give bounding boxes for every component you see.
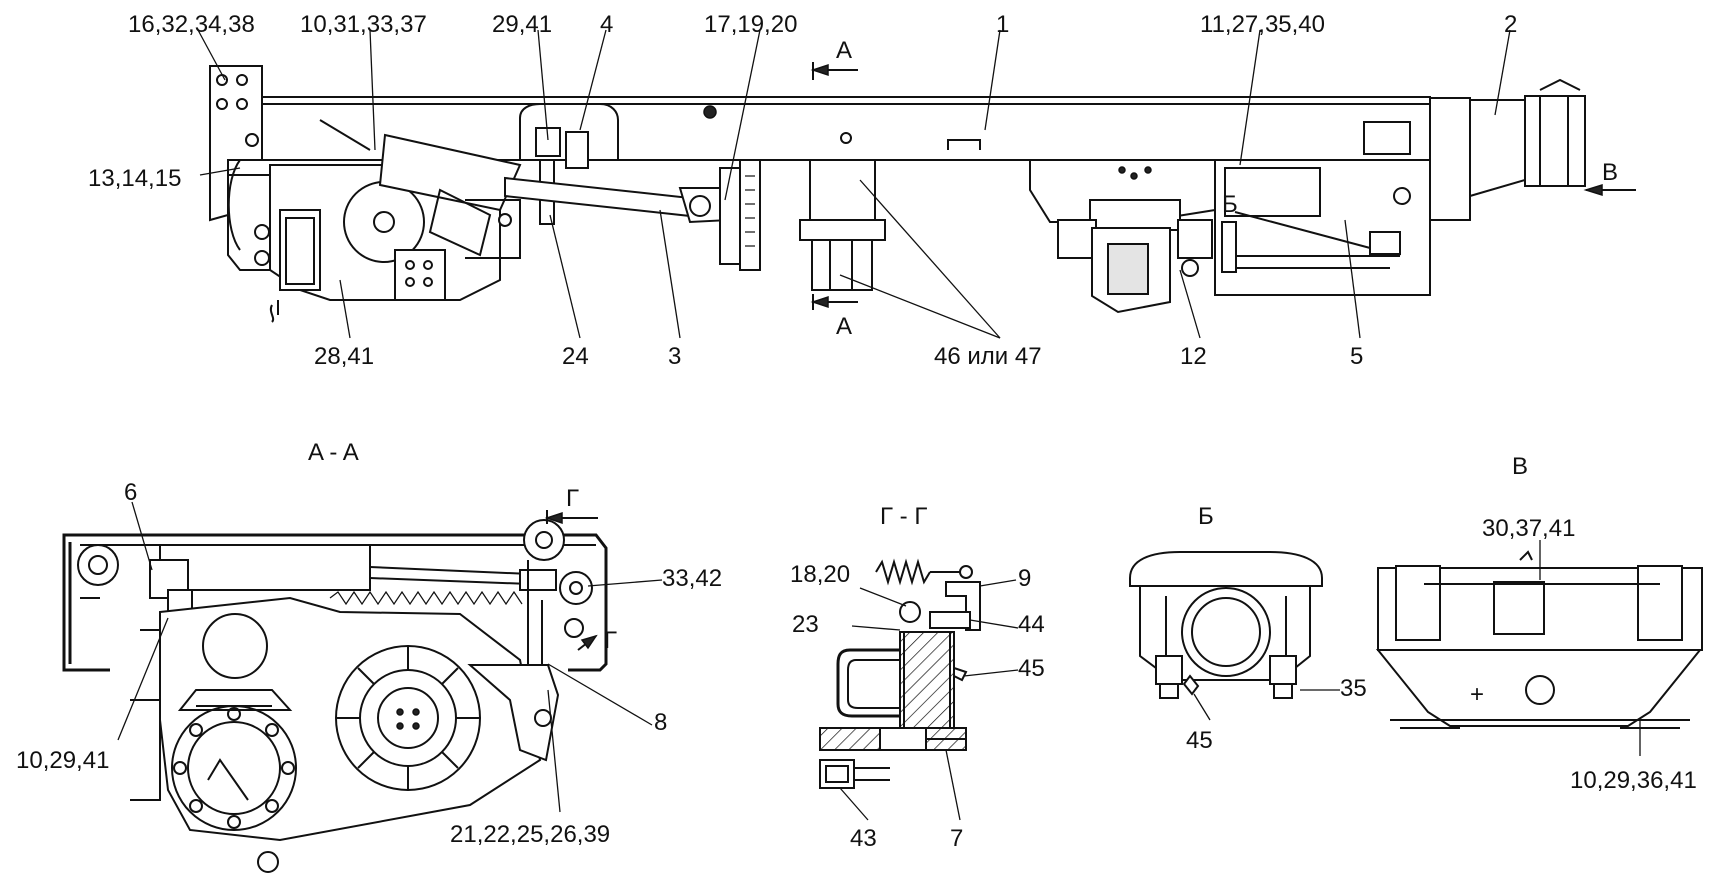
label-section-g-top: Г xyxy=(566,485,579,512)
label-29-41: 29,41 xyxy=(492,11,552,38)
label-45-b: 45 xyxy=(1186,727,1213,754)
label-5: 5 xyxy=(1350,343,1363,370)
label-4: 4 xyxy=(600,11,613,38)
label-10-29-36-41: 10,29,36,41 xyxy=(1570,767,1697,794)
label-43: 43 xyxy=(850,825,877,852)
leader-lines-aa xyxy=(117,501,663,813)
rear-frame-5 xyxy=(1214,159,1431,296)
label-28-41: 28,41 xyxy=(314,343,374,370)
view-b-latin: B + 30,37,41 10,29,36,41 xyxy=(1375,453,1703,794)
label-2: 2 xyxy=(1504,11,1517,38)
label-18-20: 18,20 xyxy=(790,561,850,588)
hitch-assembly xyxy=(1029,159,1216,314)
label-6: 6 xyxy=(124,479,137,506)
label-46-or-47: 46 или 47 xyxy=(934,343,1042,370)
label-10-31-33-37: 10,31,33,37 xyxy=(300,11,427,38)
label-16-32-34-38: 16,32,34,38 xyxy=(128,11,255,38)
label-12: 12 xyxy=(1180,343,1207,370)
label-9: 9 xyxy=(1018,565,1031,592)
label-3: 3 xyxy=(668,343,681,370)
labels-gg: 18,20 9 23 44 45 43 7 xyxy=(790,561,1045,852)
plus-mark: + xyxy=(1470,681,1484,708)
labels-aa: 6 33,42 8 10,29,41 21,22,25,26,39 Г Г xyxy=(16,479,722,848)
section-view-a-a: A - A xyxy=(62,439,608,873)
view-arrow-b xyxy=(1583,183,1636,197)
label-view-b-arrow: B xyxy=(1602,159,1618,186)
label-17-19-20: 17,19,20 xyxy=(704,11,797,38)
left-mount-plate xyxy=(209,65,276,271)
label-11-27-35-40: 11,27,35,40 xyxy=(1200,11,1325,38)
rear-coupler-2 xyxy=(1429,78,1586,221)
label-10-29-41: 10,29,41 xyxy=(16,747,109,774)
bracket-4 xyxy=(519,103,619,225)
label-21-22-25-26-39: 21,22,25,26,39 xyxy=(450,821,610,848)
view-title-b-cyr: Б xyxy=(1198,503,1214,530)
view-b-cyr: Б 35 45 xyxy=(1129,503,1367,754)
label-8: 8 xyxy=(654,709,667,736)
label-24: 24 xyxy=(562,343,589,370)
drive-shaft xyxy=(504,159,761,271)
view-title-g-g: Г - Г xyxy=(880,503,927,530)
label-45-gg: 45 xyxy=(1018,655,1045,682)
center-support xyxy=(799,159,886,291)
label-30-37-41: 30,37,41 xyxy=(1482,515,1575,542)
leader-lines-gg xyxy=(839,579,1019,821)
label-44: 44 xyxy=(1018,611,1045,638)
label-33-42: 33,42 xyxy=(662,565,722,592)
view-title-b-latin: B xyxy=(1512,453,1528,480)
section-marker-a xyxy=(810,62,858,310)
label-23: 23 xyxy=(792,611,819,638)
label-1: 1 xyxy=(996,11,1009,38)
view-title-a-a: A - A xyxy=(308,439,359,466)
label-section-g-bottom: Г xyxy=(604,627,617,654)
label-section-a-top: A xyxy=(836,37,852,64)
label-section-a-bottom: A xyxy=(836,313,852,340)
gearbox-housing xyxy=(269,119,522,323)
label-7: 7 xyxy=(950,825,963,852)
label-b-cyr: Б xyxy=(1222,191,1238,218)
section-view-g-g: Г - Г xyxy=(819,503,981,789)
main-assembly-view xyxy=(209,62,1636,323)
labels-top: 16,32,34,38 10,31,33,37 29,41 4 17,19,20… xyxy=(88,11,1618,370)
label-13-14-15: 13,14,15 xyxy=(88,165,181,192)
label-35: 35 xyxy=(1340,675,1367,702)
leader-lines-top xyxy=(197,29,1511,339)
